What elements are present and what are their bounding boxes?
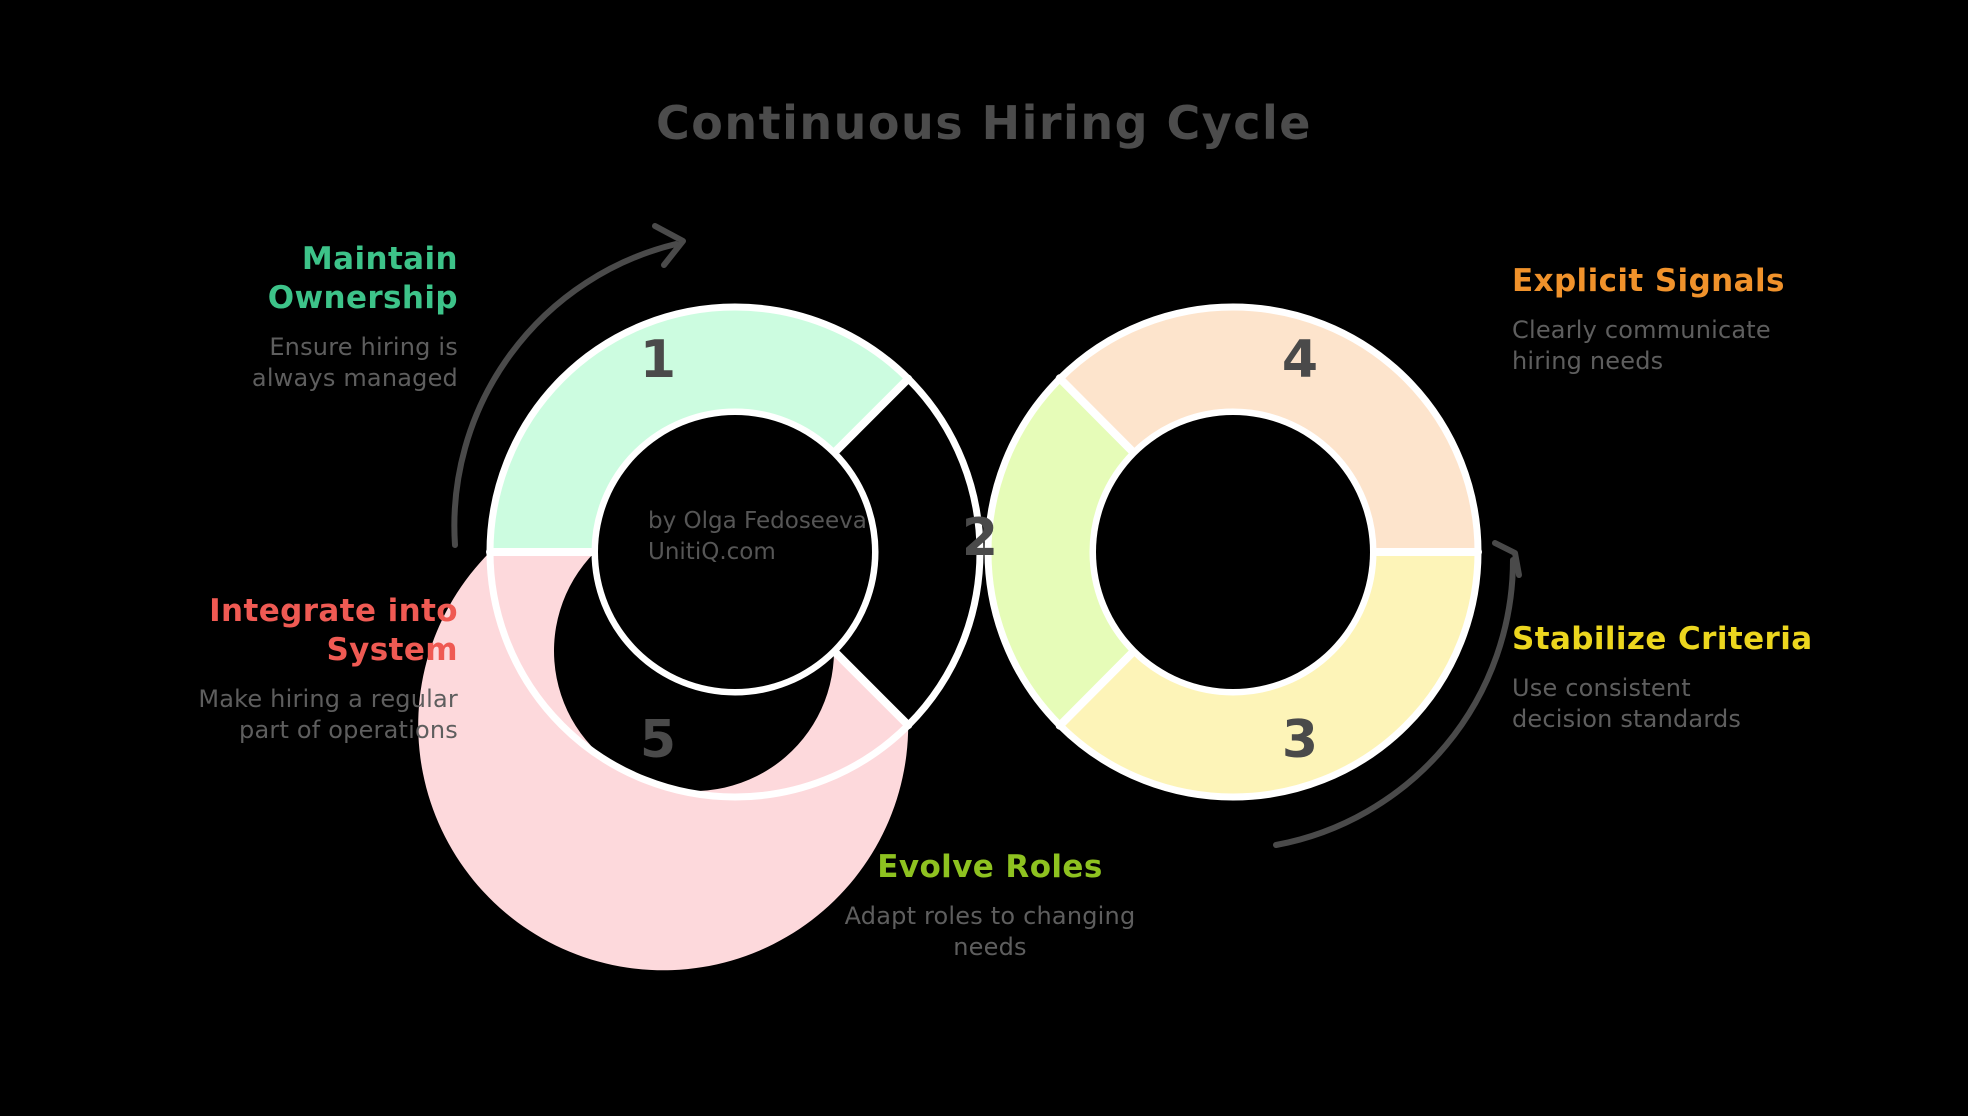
segment-3-stabilize-criteria[interactable]: [1059, 552, 1479, 798]
callout-title-explicit-signals: Explicit Signals: [1512, 263, 1785, 299]
right-donut-inner-rim: [1089, 408, 1377, 696]
callout-desc-line-1: Adapt roles to changing: [844, 902, 1136, 931]
attribution-author: by Olga Fedoseeva: [648, 508, 867, 534]
callout-desc-line-2: always managed: [251, 364, 458, 393]
callout-evolve-roles[interactable]: Evolve Roles Adapt roles to changing nee…: [740, 848, 1240, 963]
step-number-3: 3: [1281, 710, 1319, 770]
right-donut-hole: [1096, 415, 1370, 689]
segment-5-integrate-into-system[interactable]: [418, 552, 909, 971]
callout-stabilize-criteria[interactable]: Stabilize Criteria Use consistent decisi…: [1512, 620, 1942, 735]
callout-title-line-2: System: [326, 632, 458, 669]
callout-explicit-signals[interactable]: Explicit Signals Clearly communicate hir…: [1512, 262, 1942, 377]
left-donut: [418, 303, 984, 971]
callout-desc-line-2: decision standards: [1512, 705, 1742, 734]
callout-desc-line-2: needs: [953, 933, 1027, 962]
callout-maintain-ownership[interactable]: Maintain Ownership Ensure hiring is alwa…: [40, 240, 458, 394]
left-donut-inner-rim: [591, 408, 879, 696]
left-donut-hole: [598, 415, 872, 689]
right-donut-outer-rim: [984, 303, 1482, 801]
callout-desc-integrate-into-system: Make hiring a regular part of operations: [40, 684, 458, 746]
step-number-4: 4: [1281, 330, 1319, 390]
right-donut: [984, 303, 1482, 801]
callout-desc-line-1: Use consistent: [1512, 674, 1691, 703]
attribution-site: UnitiQ.com: [648, 539, 776, 566]
callout-title-evolve-roles: Evolve Roles: [877, 849, 1103, 885]
callout-title-stabilize-criteria: Stabilize Criteria: [1512, 621, 1813, 657]
curved-arrow-clockwise-icon: [1273, 540, 1522, 848]
callout-desc-line-2: part of operations: [239, 716, 458, 745]
right-donut-separators: [1055, 374, 1482, 730]
step-number-2: 2: [961, 508, 999, 568]
callout-desc-line-1: Make hiring a regular: [198, 685, 458, 714]
segment-4-explicit-signals[interactable]: [1059, 306, 1479, 552]
segment-2-evolve-roles[interactable]: [987, 378, 1134, 726]
callout-desc-evolve-roles: Adapt roles to changing needs: [740, 901, 1240, 963]
attribution: by Olga Fedoseeva UnitiQ.com: [648, 506, 928, 569]
callout-desc-explicit-signals: Clearly communicate hiring needs: [1512, 315, 1942, 377]
step-number-5: 5: [639, 710, 677, 770]
left-donut-outer-rim: [486, 303, 984, 801]
callout-desc-stabilize-criteria: Use consistent decision standards: [1512, 673, 1942, 735]
left-donut-separators: [486, 374, 913, 730]
callout-title-maintain-ownership: Maintain Ownership: [40, 240, 458, 318]
callout-desc-line-1: Clearly communicate: [1512, 316, 1771, 345]
curved-arrow-counterclockwise-icon: [451, 223, 686, 548]
callout-desc-maintain-ownership: Ensure hiring is always managed: [40, 332, 458, 394]
segment-1-maintain-ownership[interactable]: [490, 307, 909, 552]
step-number-1: 1: [639, 330, 677, 390]
callout-desc-line-1: Ensure hiring is: [269, 333, 458, 362]
callout-title-line-2: Ownership: [267, 280, 458, 317]
page-title: Continuous Hiring Cycle: [656, 96, 1312, 150]
callout-desc-line-2: hiring needs: [1512, 347, 1664, 376]
callout-integrate-into-system[interactable]: Integrate into System Make hiring a regu…: [40, 592, 458, 746]
callout-title-line-1: Integrate into: [209, 593, 458, 629]
callout-title-line-1: Maintain: [301, 241, 458, 277]
callout-title-integrate-into-system: Integrate into System: [40, 592, 458, 670]
